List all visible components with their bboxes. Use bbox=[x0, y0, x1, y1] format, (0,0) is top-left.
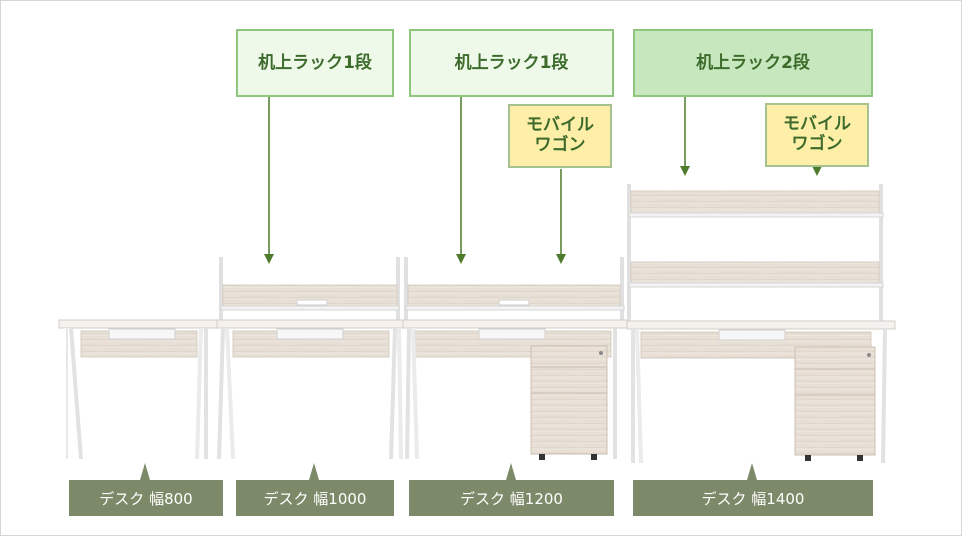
desk-1000-label: デスク 幅1000 bbox=[236, 480, 394, 516]
desk-1000-text: デスク 幅1000 bbox=[263, 489, 367, 508]
desk-pointers bbox=[140, 463, 757, 480]
desk-1200-label: デスク 幅1200 bbox=[409, 480, 614, 516]
rack-1-text: 机上ラック1段 bbox=[454, 52, 569, 73]
desk-800-text: デスク 幅800 bbox=[99, 489, 193, 508]
callout-arrows bbox=[264, 97, 822, 264]
desk-1400-label: デスク 幅1400 bbox=[633, 480, 873, 516]
pointer-desk-1000 bbox=[309, 463, 319, 480]
pointer-desk-1200 bbox=[506, 463, 516, 480]
wagon-label-desk-1200: モバイル ワゴン bbox=[508, 104, 612, 168]
rack-2-label-desk-1400: 机上ラック2段 bbox=[633, 29, 873, 97]
rack-1-label-desk-1200: 机上ラック1段 bbox=[409, 29, 614, 97]
desk-1000-drawing bbox=[216, 257, 404, 460]
rack-1-label-desk-1000: 机上ラック1段 bbox=[236, 29, 394, 97]
rack-2-text: 机上ラック2段 bbox=[696, 52, 810, 73]
desk-800-drawing bbox=[58, 319, 218, 460]
pointer-desk-800 bbox=[140, 463, 150, 480]
wagon-label-desk-1400: モバイル ワゴン bbox=[765, 103, 869, 167]
wagon-text-line1: モバイル bbox=[526, 115, 594, 136]
wagon-text-line2: ワゴン bbox=[534, 135, 586, 155]
pointer-desk-1400 bbox=[747, 463, 757, 480]
rack-1-text: 机上ラック1段 bbox=[258, 52, 372, 73]
desk-1200-drawing bbox=[402, 257, 628, 460]
wagon-text-line1: モバイル bbox=[783, 114, 851, 135]
desk-1400-text: デスク 幅1400 bbox=[701, 489, 805, 508]
desk-1400-drawing bbox=[626, 184, 896, 464]
desk-800-label: デスク 幅800 bbox=[69, 480, 223, 516]
desk-1200-text: デスク 幅1200 bbox=[460, 489, 563, 508]
wagon-text-line2: ワゴン bbox=[791, 134, 843, 154]
